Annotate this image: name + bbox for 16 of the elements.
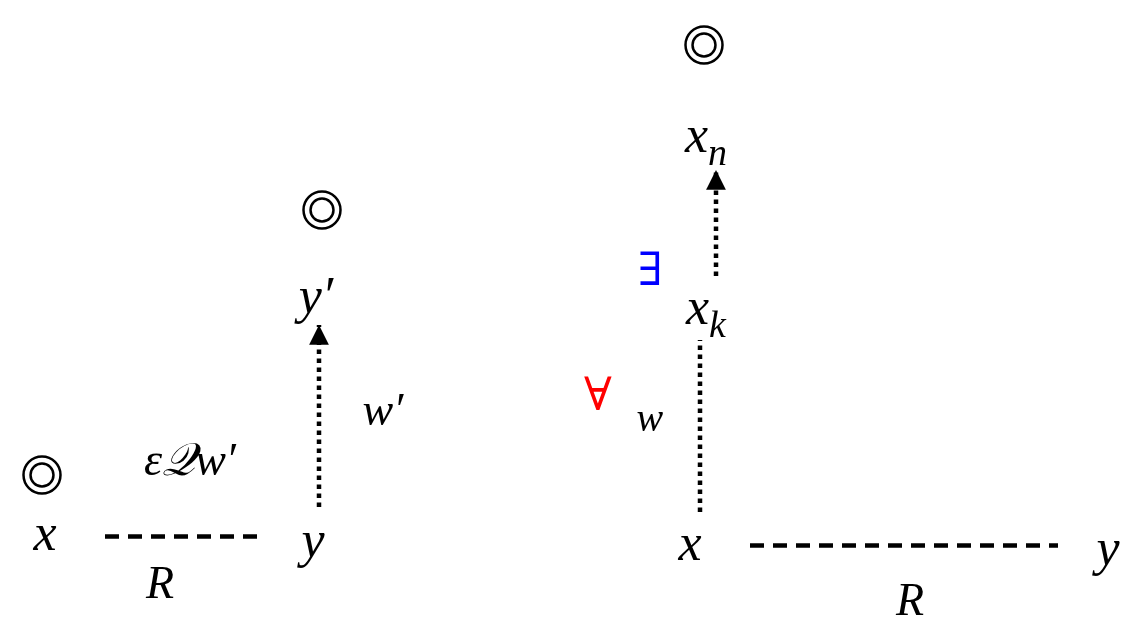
- variable-label: x: [670, 520, 710, 566]
- dashed-line: [750, 543, 1058, 548]
- double-circle-icon: [302, 190, 342, 230]
- variable-label: x$_{k}$: [674, 284, 738, 340]
- variable-label: x: [25, 510, 65, 556]
- double-circle-icon: [684, 25, 724, 65]
- variable-label: w: [636, 398, 664, 438]
- dotted-arrow: [309, 325, 329, 507]
- variable-label: y′: [291, 267, 341, 325]
- double-circle-icon: [22, 455, 62, 495]
- forall-symbol: ∀: [584, 372, 612, 418]
- formula-label: ε𝒬w′: [144, 437, 236, 483]
- variable-label: x$_{n}$: [674, 110, 738, 170]
- dotted-line: [697, 340, 703, 512]
- exists-symbol: ∃: [637, 247, 663, 293]
- dotted-arrow: [706, 170, 726, 276]
